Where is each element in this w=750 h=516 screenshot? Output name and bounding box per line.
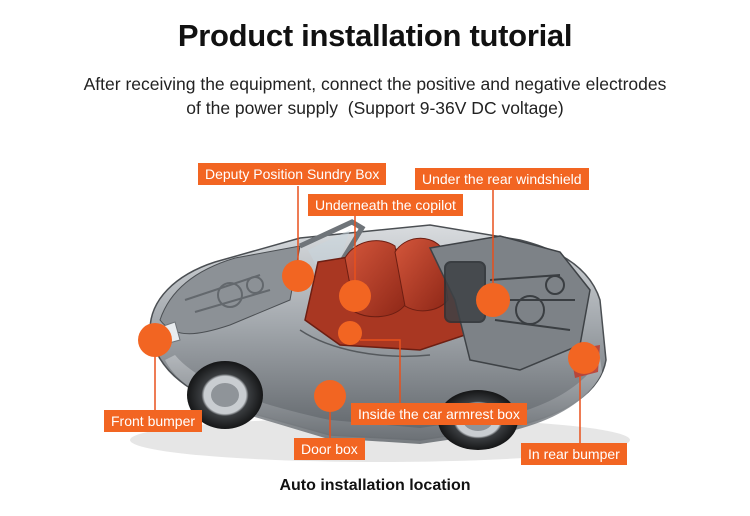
label-underneath-copilot: Underneath the copilot [308, 194, 463, 216]
marker-rear-bumper [568, 342, 600, 374]
subtitle-line-1: After receiving the equipment, connect t… [83, 74, 667, 94]
marker-front-bumper [138, 323, 172, 357]
location-markers [138, 260, 600, 412]
label-inside-armrest-box: Inside the car armrest box [351, 403, 527, 425]
label-deputy-position-sundry-box: Deputy Position Sundry Box [198, 163, 387, 185]
label-in-rear-bumper: In rear bumper [521, 443, 627, 465]
marker-door-box [314, 380, 346, 412]
label-under-rear-windshield: Under the rear windshield [415, 168, 589, 190]
subtitle-line-2: of the power supply (Support 9-36V DC vo… [186, 98, 564, 118]
marker-armrest [338, 321, 362, 345]
label-door-box: Door box [294, 438, 365, 460]
marker-sundry-box [282, 260, 314, 292]
marker-rear-windshield [476, 283, 510, 317]
leader-lines [154, 186, 581, 443]
page-title: Product installation tutorial [177, 18, 573, 53]
diagram-caption: Auto installation location [279, 477, 471, 494]
marker-copilot [339, 280, 371, 312]
label-front-bumper: Front bumper [104, 410, 203, 432]
page-subtitle: After receiving the equipment, connect t… [40, 72, 710, 120]
car-illustration [130, 219, 630, 462]
leader-armrest [360, 339, 401, 405]
